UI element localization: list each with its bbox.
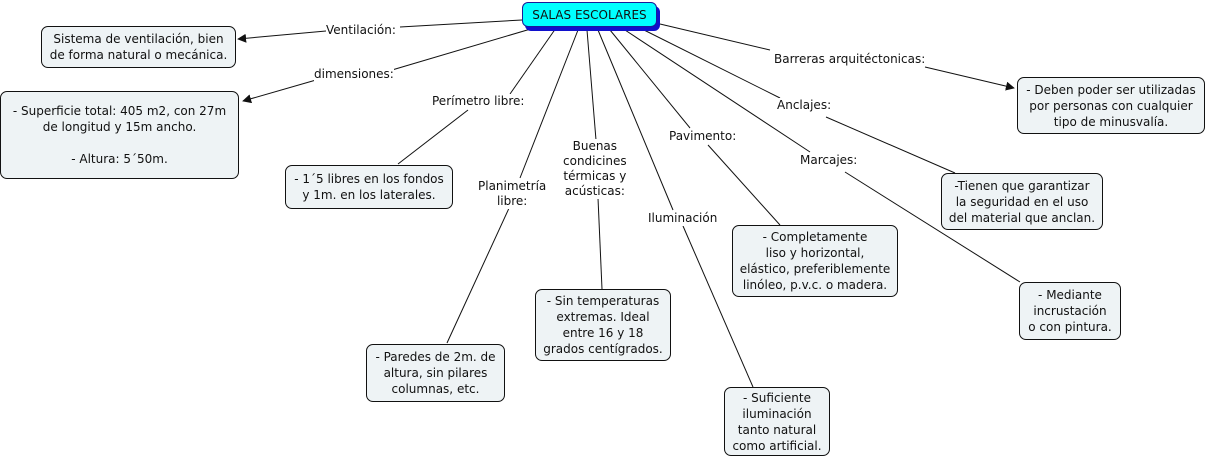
link-planimetria-a (519, 29, 579, 179)
label-iluminacion: Iluminación (648, 211, 718, 226)
node-iluminacion: - Suficiente iluminación tanto natural c… (724, 387, 830, 456)
node-dimensiones: - Superficie total: 405 m2, con 27m de l… (0, 91, 239, 179)
node-ventilacion: Sistema de ventilación, bien de forma na… (41, 26, 236, 68)
node-pavimento: - Completamente liso y horizontal, elást… (732, 225, 898, 297)
link-barreras-b (924, 66, 1015, 91)
link-pavimento-b (707, 144, 781, 226)
label-marcajes: Marcajes: (800, 153, 858, 168)
link-buenas-a (586, 29, 597, 141)
node-barreras: - Deben poder ser utilizadas por persona… (1017, 77, 1205, 134)
link-dimensiones-b (242, 79, 317, 104)
link-barreras-a (659, 23, 771, 51)
label-anclajes: Anclajes: (777, 98, 832, 113)
link-perimetro-a (509, 27, 557, 95)
node-perimetro: - 1´5 libres en los fondos y 1m. en los … (285, 165, 453, 209)
root-label: SALAS ESCOLARES (532, 7, 647, 22)
link-iluminacion-b (682, 225, 754, 388)
link-iluminacion-a (597, 29, 674, 211)
label-dimensiones: dimensiones: (314, 67, 394, 82)
link-marcajes-a (624, 29, 811, 153)
link-buenas-b (597, 197, 603, 290)
label-pavimento: Pavimento: (669, 129, 737, 144)
node-buenas: - Sin temperaturas extremas. Ideal entre… (535, 289, 671, 361)
link-planimetria-b (446, 205, 511, 344)
node-planimetria: - Paredes de 2m. de altura, sin pilares … (366, 344, 505, 402)
link-anclajes-a (639, 27, 781, 99)
label-ventilacion: Ventilación: (326, 23, 396, 38)
node-marcajes: - Mediante incrustación o con pintura. (1019, 282, 1121, 340)
link-ventilacion-b (237, 30, 327, 43)
link-perimetro-b (397, 109, 469, 165)
label-planimetria: Planimetría libre: (478, 179, 547, 209)
link-pavimento-a (609, 29, 691, 129)
label-buenas: Buenas condicines térmicas y acústicas: (563, 139, 627, 199)
root-node: SALAS ESCOLARES (522, 2, 657, 27)
link-dimensiones-a (391, 27, 535, 71)
link-anclajes-b (825, 116, 956, 174)
link-ventilacion-a (399, 19, 523, 28)
label-perimetro: Perímetro libre: (432, 94, 525, 109)
node-anclajes: -Tienen que garantizar la seguridad en e… (941, 173, 1103, 230)
link-marcajes-b (844, 171, 1021, 283)
label-barreras: Barreras arquitéctonicas: (774, 52, 926, 67)
